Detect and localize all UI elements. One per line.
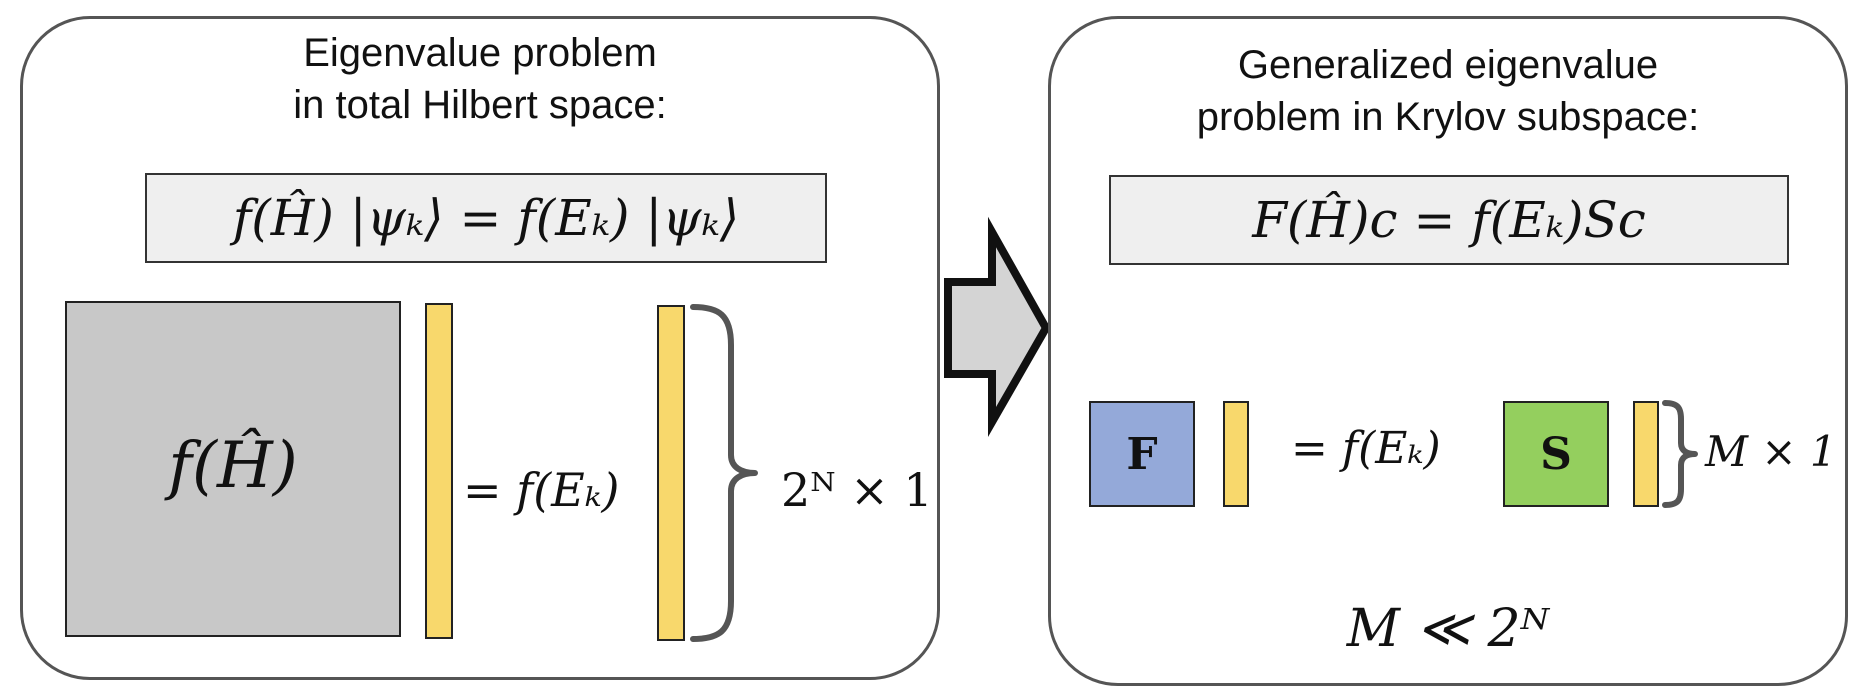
F-matrix-label: F: [1126, 428, 1158, 480]
hamiltonian-matrix-label: f(Ĥ): [168, 429, 298, 503]
eigenvalue-term-left: = f(Eₖ): [463, 463, 620, 517]
right-panel-title: Generalized eigenvalue problem in Krylov…: [1051, 39, 1845, 143]
right-panel: Generalized eigenvalue problem in Krylov…: [1048, 16, 1848, 686]
left-title-line2: in total Hilbert space:: [293, 83, 667, 127]
full-eigenvalue-equation: f(Ĥ) |ψₖ⟩ = f(Eₖ) |ψₖ⟩: [145, 173, 827, 263]
dimension-label-left: 2ᴺ × 1: [781, 463, 933, 517]
hamiltonian-matrix: [65, 301, 401, 637]
transition-arrow-icon: [944, 216, 1051, 437]
left-panel: Eigenvalue problem in total Hilbert spac…: [20, 16, 940, 680]
right-title-line1: Generalized eigenvalue: [1237, 43, 1659, 87]
dimension-brace-right: [1662, 400, 1698, 508]
coefficient-vector-right: [1633, 401, 1659, 507]
left-panel-title: Eigenvalue problem in total Hilbert spac…: [23, 27, 937, 131]
S-matrix: [1503, 401, 1609, 507]
left-title-line1: Eigenvalue problem: [303, 31, 657, 75]
eigenvector-right: [657, 305, 685, 641]
S-matrix-label: S: [1540, 428, 1572, 480]
dimension-brace-left: [690, 304, 758, 642]
eigenvalue-term-right: = f(Eₖ): [1291, 423, 1441, 474]
subspace-condition: M ≪ 2ᴺ: [1346, 599, 1550, 659]
dimension-label-right: M × 1: [1705, 427, 1837, 476]
eigenvector-left: [425, 303, 453, 639]
krylov-eigenvalue-equation: F(Ĥ)c = f(Eₖ)Sc: [1109, 175, 1789, 265]
right-title-line2: problem in Krylov subspace:: [1196, 95, 1700, 139]
F-matrix: [1089, 401, 1195, 507]
coefficient-vector-left: [1223, 401, 1249, 507]
